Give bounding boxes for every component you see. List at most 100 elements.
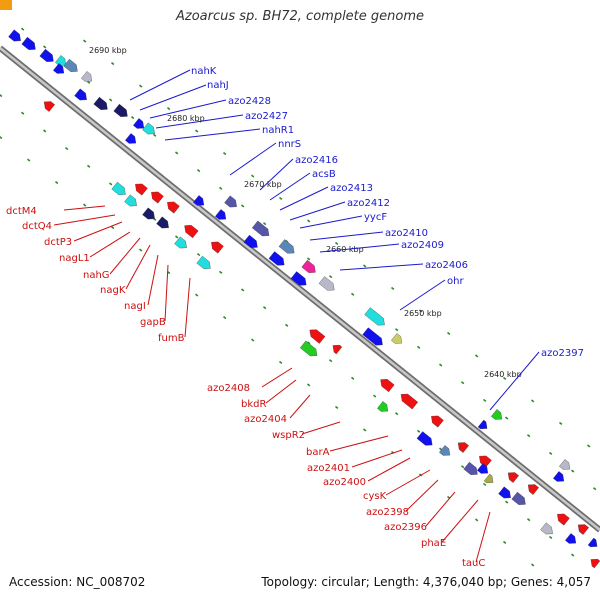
gc-skew-track (0, 27, 597, 567)
gc-skew-mark (482, 398, 487, 402)
gc-skew-mark (438, 363, 443, 367)
gc-skew-mark (416, 345, 421, 349)
connector-fwd (259, 158, 294, 191)
gene-feature (8, 29, 21, 42)
connector-fwd (319, 243, 400, 253)
gene-feature (151, 191, 164, 204)
gene-arrow (380, 379, 395, 393)
gene-feature (416, 431, 433, 446)
gene-feature (39, 48, 54, 62)
gc-skew-mark (110, 61, 115, 66)
svg-text:2670 kbp: 2670 kbp (244, 180, 282, 189)
gc-skew-mark (418, 309, 423, 313)
gene-arrow (511, 491, 526, 505)
gene-arrow (63, 58, 78, 72)
gc-skew-mark (218, 270, 223, 274)
connector-rev (261, 367, 293, 388)
gene-arrow (142, 207, 155, 220)
gc-skew-mark (262, 222, 267, 226)
gc-skew-mark (130, 116, 135, 120)
gene-feature (184, 225, 199, 239)
gene-feature (362, 327, 383, 346)
gc-skew-mark (174, 151, 179, 155)
connector-fwd (309, 231, 384, 241)
gene-arrow (540, 522, 553, 535)
gene-label-rev: azo2401 (307, 463, 350, 474)
gc-skew-mark (460, 465, 465, 469)
gene-arrow (8, 29, 21, 42)
gc-skew-mark (530, 399, 535, 403)
gene-feature (268, 251, 285, 266)
gc-skew-mark (82, 203, 87, 207)
gene-arrow (299, 340, 318, 357)
gene-arrow (211, 241, 224, 254)
gene-arrow (184, 225, 199, 239)
gene-feature (400, 393, 419, 410)
gc-skew-mark (196, 253, 201, 257)
gene-arrow (39, 48, 54, 62)
gene-feature (332, 344, 343, 355)
connector-rev (351, 449, 403, 468)
map-title: Azoarcus sp. BH72, complete genome (175, 9, 425, 24)
gene-label-rev: wspR2 (272, 430, 305, 441)
gene-feature (559, 459, 571, 470)
reverse-gene-labels: dctM4 dctQ4 dctP3 nagL1 nahG nagK nagI g… (6, 206, 485, 569)
gene-arrow (111, 181, 126, 195)
connector-rev (164, 264, 169, 322)
gene-arrow (463, 461, 478, 475)
connector-fwd (164, 128, 261, 141)
gene-arrow (167, 201, 180, 214)
gc-skew-mark (42, 129, 47, 133)
gc-skew-mark (548, 535, 553, 539)
gene-arrow (457, 442, 469, 453)
gene-feature (491, 409, 503, 420)
gene-arrow (590, 558, 600, 569)
gene-label-rev: azo2400 (323, 477, 366, 488)
gene-arrow (74, 88, 87, 101)
gc-skew-mark (482, 482, 487, 486)
gene-feature (53, 63, 65, 74)
gene-label-rev: azo2396 (384, 522, 427, 533)
gene-feature (439, 445, 451, 456)
gene-label-fwd: azo2413 (330, 183, 373, 194)
gene-label-rev: dctP3 (44, 237, 72, 248)
gene-label-fwd: nahJ (207, 80, 229, 91)
gene-feature (196, 255, 211, 269)
gene-feature (55, 55, 67, 66)
svg-text:2650 kbp: 2650 kbp (404, 309, 442, 318)
connector-rev (475, 511, 491, 563)
connector-fwd (279, 186, 329, 211)
gene-arrow (483, 473, 494, 484)
gene-label-fwd: nahK (191, 66, 217, 77)
gene-label-rev: dctM4 (6, 206, 37, 217)
connector-fwd (339, 263, 424, 271)
gene-feature (21, 36, 36, 50)
gc-skew-mark (240, 288, 245, 292)
gene-feature (224, 195, 237, 208)
gene-arrow (477, 463, 489, 474)
gene-arrow (268, 251, 285, 266)
gc-skew-mark (504, 416, 509, 420)
gene-arrow (377, 401, 389, 412)
gene-arrow (362, 327, 383, 346)
tick-label: 2680 kbp (167, 114, 205, 123)
connector-rev (441, 499, 479, 543)
gc-skew-mark (42, 45, 47, 49)
gc-skew-mark (592, 487, 597, 491)
gc-skew-mark (250, 174, 255, 178)
gene-arrow (124, 194, 137, 207)
gc-skew-mark (218, 186, 223, 190)
connector-rev (301, 421, 341, 435)
gene-feature (301, 259, 316, 273)
gc-skew-mark (350, 376, 355, 380)
gene-label-rev: tauC (462, 558, 485, 569)
gc-skew-mark (586, 444, 591, 448)
gene-feature (380, 379, 395, 393)
gc-skew-mark (306, 383, 311, 387)
contig-marker (0, 0, 12, 10)
gene-arrow (193, 195, 205, 206)
gene-arrow (587, 537, 598, 548)
gene-feature (142, 122, 155, 135)
gene-feature (527, 484, 539, 495)
